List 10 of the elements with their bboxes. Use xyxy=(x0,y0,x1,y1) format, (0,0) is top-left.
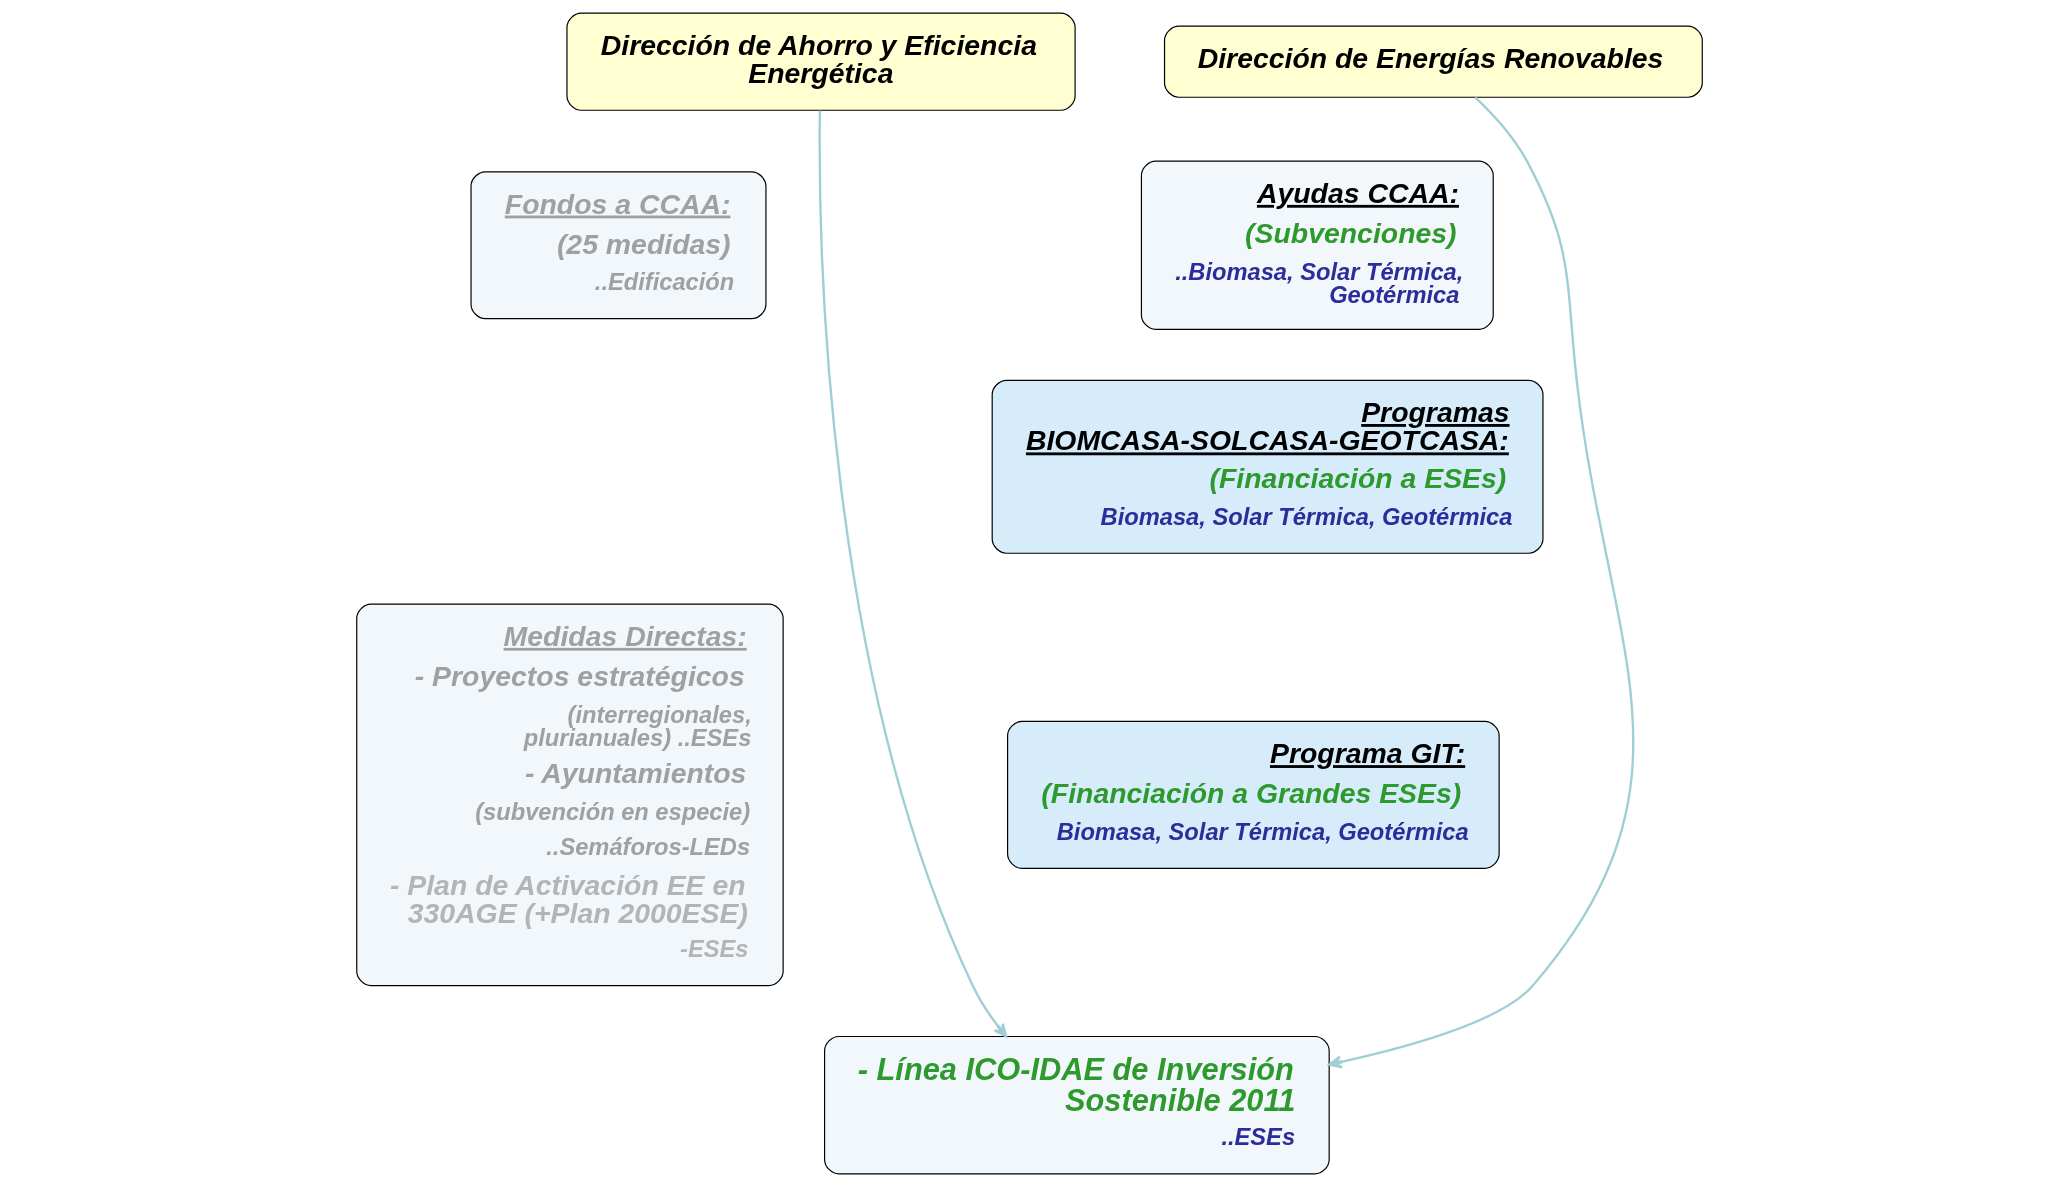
node-box: Programas BIOMCASA-SOLCASA-GEOTCASA: (Financiación a ESEs) Biomasa, Solar Térmica, Geotérmica xyxy=(991,379,1544,554)
node-box: - Línea ICO-IDAE de Inversión Sostenible 2011 ..ESEs xyxy=(823,1035,1330,1175)
node-box: Programa GIT: (Financiación a Grandes ESEs) Biomasa, Solar Térmica, Geotérmica xyxy=(1006,720,1500,869)
node-box: Ayudas CCAA: (Subvenciones) ..Biomasa, Solar Térmica, Geotérmica xyxy=(1140,160,1494,330)
node-box: Dirección de Energías Renovables xyxy=(1163,25,1703,98)
node-box: Medidas Directas: - Proyectos estratégicos (interregionales, plurianuales) ..ESEs - Ayuntamientos (subvención en especie) ..Semáforos-LEDs - Plan de Activación EE en 330AGE (+Plan 2000ESE) -ESEs xyxy=(355,603,784,987)
arrow xyxy=(818,110,1007,1038)
node-box: Fondos a CCAA: (25 medidas) ..Edificación xyxy=(469,171,767,320)
node-box: Dirección de Ahorro y Eficiencia Energética xyxy=(565,12,1076,111)
arrow xyxy=(1327,96,1634,1069)
